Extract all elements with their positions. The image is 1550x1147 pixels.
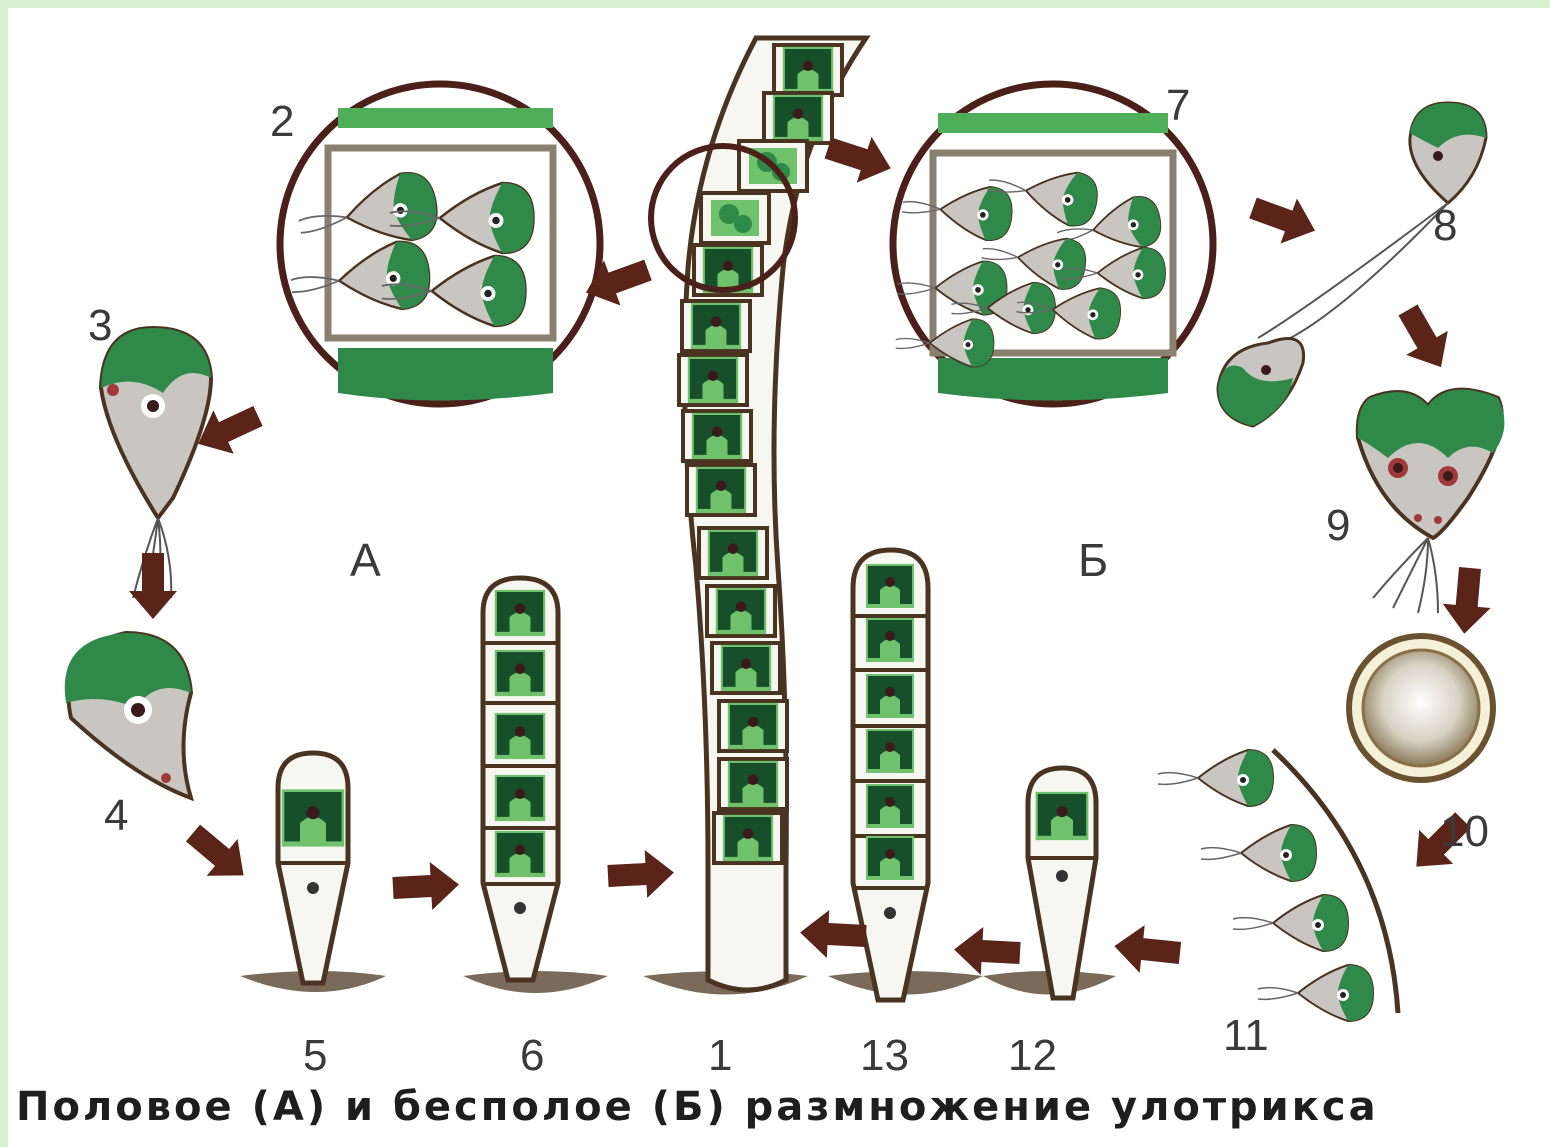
arrow bbox=[1245, 185, 1323, 253]
label-8: 8 bbox=[1433, 201, 1457, 250]
released-zoospore bbox=[1233, 895, 1348, 951]
young-filament-5 bbox=[278, 753, 348, 983]
filament-cell bbox=[707, 586, 775, 636]
ulothrix-diagram: 2 3 4 5 6 1 13 12 11 10 9 8 7 А Б Полово… bbox=[8, 8, 1550, 1147]
label-13: 13 bbox=[860, 1031, 909, 1080]
zoospores-11 bbox=[1158, 750, 1398, 1021]
arrow bbox=[799, 909, 867, 960]
label-3: 3 bbox=[88, 301, 112, 350]
zygote-9 bbox=[1358, 390, 1505, 613]
label-7: 7 bbox=[1166, 81, 1190, 130]
label-2: 2 bbox=[270, 97, 294, 146]
diagram-caption: Половое (А) и бесполое (Б) размножение у… bbox=[16, 1084, 1546, 1130]
filament-cell bbox=[699, 528, 767, 578]
filament-cell bbox=[712, 643, 780, 693]
filament-cell bbox=[679, 355, 747, 405]
gametes-pairing-8 bbox=[1218, 103, 1486, 426]
gametangium-zoom bbox=[280, 84, 600, 404]
released-zoospore bbox=[1158, 750, 1273, 806]
label-10: 10 bbox=[1440, 807, 1489, 856]
diagram-canvas: 2 3 4 5 6 1 13 12 11 10 9 8 7 А Б bbox=[8, 8, 1550, 1147]
arrow bbox=[178, 815, 259, 894]
label-asexual-b: Б bbox=[1078, 534, 1108, 586]
filament-cell bbox=[683, 411, 751, 461]
zoosporangium-zoom bbox=[893, 84, 1213, 404]
released-zoospore bbox=[1201, 825, 1316, 881]
filament-cell bbox=[774, 45, 842, 95]
label-sexual-a: А bbox=[350, 534, 381, 586]
filament-cell bbox=[764, 93, 832, 143]
gamete-4 bbox=[65, 633, 191, 798]
filament-cell bbox=[701, 193, 769, 243]
arrow bbox=[1112, 922, 1183, 977]
released-zoospore bbox=[1258, 965, 1373, 1021]
arrow bbox=[953, 926, 1021, 977]
label-4: 4 bbox=[104, 791, 128, 840]
arrow bbox=[607, 849, 675, 900]
filament-cell bbox=[719, 701, 787, 751]
arrow bbox=[1440, 566, 1494, 636]
substrate bbox=[240, 971, 1116, 995]
label-12: 12 bbox=[1008, 1031, 1057, 1080]
filament-cell bbox=[719, 759, 787, 809]
label-6: 6 bbox=[520, 1031, 544, 1080]
young-filament-12 bbox=[1028, 768, 1096, 998]
arrow bbox=[1387, 298, 1462, 379]
label-1: 1 bbox=[708, 1031, 732, 1080]
label-5: 5 bbox=[303, 1031, 327, 1080]
resting-zygote-10 bbox=[1349, 636, 1493, 780]
main-filament bbox=[679, 38, 866, 990]
label-11: 11 bbox=[1223, 1011, 1269, 1060]
filament-cell bbox=[714, 813, 782, 863]
filament-cell bbox=[687, 465, 755, 515]
young-filament-6 bbox=[483, 578, 558, 980]
arrow bbox=[392, 861, 460, 912]
filament-cell bbox=[682, 301, 750, 351]
label-9: 9 bbox=[1326, 501, 1350, 550]
